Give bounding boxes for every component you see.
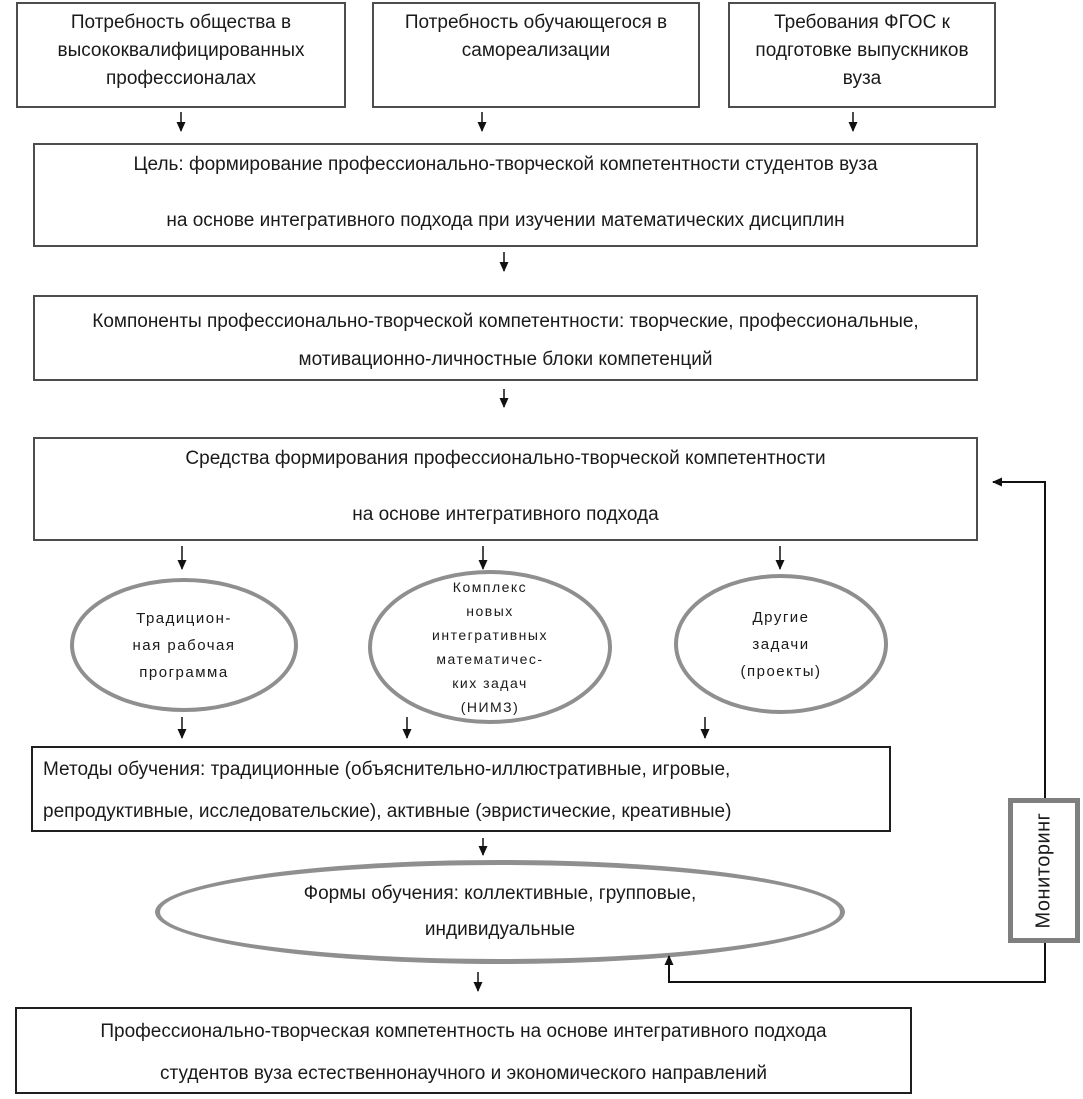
ellipse-other-tasks: Другие задачи (проекты) [674,574,888,714]
means-line-2: на основе интегративного подхода [352,504,659,525]
box-need-society: Потребность общества в высококвалифициро… [16,2,346,108]
box-monitoring: Мониторинг [1008,798,1080,943]
ellipse-traditional-program: Традицион- ная рабочая программа [70,578,298,712]
ellipse-traditional-label: Традицион- ная рабочая программа [132,609,236,681]
ellipse-nimz-label: Комплекс новых интегративных математичес… [432,579,548,715]
box-methods: Методы обучения: традиционные (объясните… [31,746,891,832]
ellipse-nimz-tasks: Комплекс новых интегративных математичес… [368,570,612,724]
ellipse-forms: Формы обучения: коллективные, групповые,… [155,860,845,964]
box-components: Компоненты профессионально-творческой ко… [33,295,978,381]
box-goal: Цель: формирование профессионально-творч… [33,143,978,247]
goal-line-2: на основе интегративного подхода при изу… [166,210,845,231]
ellipse-other-label: Другие задачи (проекты) [740,608,822,680]
monitoring-label: Мониторинг [1032,812,1055,929]
goal-line-1: Цель: формирование профессионально-творч… [133,154,878,175]
box-result: Профессионально-творческая компетентност… [15,1007,912,1094]
box-means: Средства формирования профессионально-тв… [33,437,978,541]
ellipse-forms-label: Формы обучения: коллективные, групповые,… [303,883,697,940]
feedback-line-monitoring-to-means [992,477,1046,798]
box-fgos-requirements: Требования ФГОС к подготовке выпускников… [728,2,996,108]
box-need-student: Потребность обучающегося в самореализаци… [372,2,700,108]
means-line-1: Средства формирования профессионально-тв… [185,448,826,469]
